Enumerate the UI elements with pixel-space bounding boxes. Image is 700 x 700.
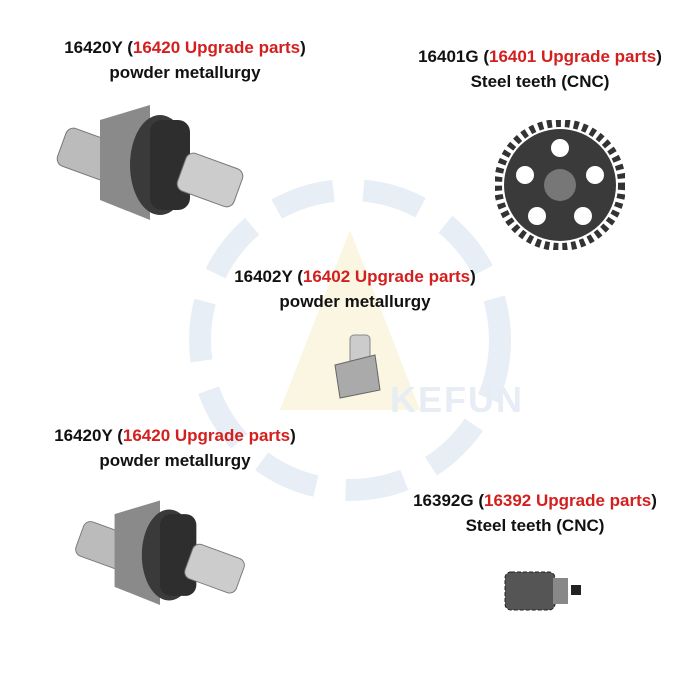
spur-gear-image	[495, 120, 625, 250]
label-16420y-top: 16420Y (16420 Upgrade parts) powder meta…	[64, 38, 306, 82]
bevel-pinion-image	[334, 334, 381, 399]
differential-part-image-2	[75, 500, 245, 605]
watermark-text: KEFUN	[390, 379, 524, 420]
motor-pinion-image	[504, 571, 581, 611]
label-16392g: 16392G (16392 Upgrade parts) Steel teeth…	[413, 491, 657, 535]
label-16420y-bottom: 16420Y (16420 Upgrade parts) powder meta…	[54, 426, 296, 470]
label-16401g: 16401G (16401 Upgrade parts) Steel teeth…	[418, 47, 662, 91]
watermark-logo	[189, 179, 511, 501]
differential-part-image	[56, 105, 244, 220]
label-16402y: 16402Y (16402 Upgrade parts) powder meta…	[234, 267, 476, 311]
